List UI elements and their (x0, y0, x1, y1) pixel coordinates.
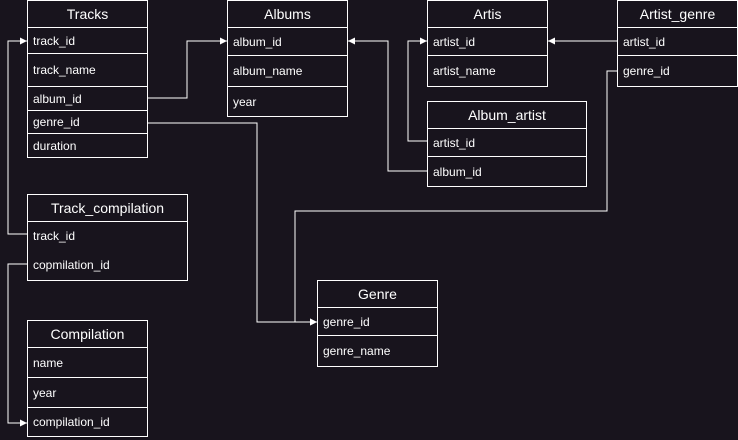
albums-table[interactable]: Albums album_id album_name year (227, 0, 348, 117)
tracks-field-track-name: track_name (28, 54, 147, 87)
albums-field-year: year (233, 94, 257, 109)
album-artist-field-artist-id: artist_id (428, 129, 586, 157)
artis-table[interactable]: Artis artist_id artist_name (427, 0, 548, 87)
tracks-field-duration: duration (33, 138, 77, 153)
artist-genre-field-artist-id: artist_id (618, 28, 737, 56)
genre-title: Genre (318, 281, 437, 308)
edge-trackcomp-track-to-tracks (7, 37, 27, 235)
edge-albumartist-album-to-albums (348, 37, 427, 172)
album-artist-title: Album_artist (428, 102, 586, 129)
artist-genre-table[interactable]: Artist_genre artist_id genre_id (617, 0, 738, 87)
track-compilation-field-copmilation-id: copmilation_id (33, 258, 110, 272)
compilation-title: Compilation (28, 321, 147, 348)
artist-genre-field-genre-id: genre_id (623, 64, 670, 78)
tracks-table[interactable]: Tracks track_id track_name album_id genr… (27, 0, 148, 158)
genre-field-genre-name: genre_name (323, 344, 391, 358)
artis-title: Artis (428, 1, 547, 28)
genre-table[interactable]: Genre genre_id genre_name (317, 280, 438, 367)
edge-trackcomp-comp-to-compilation (7, 263, 27, 427)
tracks-field-genre-id: genre_id (28, 111, 147, 134)
compilation-table[interactable]: Compilation name year compilation_id (27, 320, 148, 437)
compilation-field-name: name (28, 348, 147, 378)
albums-field-album-name: album_name (228, 56, 347, 87)
track-compilation-field-track-id: track_id (33, 229, 76, 243)
track-compilation-title: Track_compilation (28, 195, 187, 222)
artist-genre-title: Artist_genre (618, 1, 737, 28)
album-artist-table[interactable]: Album_artist artist_id album_id (427, 101, 587, 187)
artis-field-artist-id: artist_id (428, 28, 547, 56)
tracks-field-album-id: album_id (28, 87, 147, 111)
compilation-field-year: year (28, 378, 147, 408)
compilation-field-compilation-id: compilation_id (33, 415, 110, 429)
artis-field-artist-name: artist_name (433, 64, 496, 78)
albums-title: Albums (228, 1, 347, 28)
track-compilation-table[interactable]: Track_compilation track_id copmilation_i… (27, 194, 188, 281)
tracks-field-track-id: track_id (28, 28, 147, 54)
genre-field-genre-id: genre_id (318, 308, 437, 336)
album-artist-field-album-id: album_id (433, 164, 482, 179)
edge-tracks-album-to-albums (148, 37, 227, 99)
tracks-title: Tracks (28, 1, 147, 28)
albums-field-album-id: album_id (228, 28, 347, 56)
edge-albumartist-artist-to-artis (407, 37, 427, 142)
